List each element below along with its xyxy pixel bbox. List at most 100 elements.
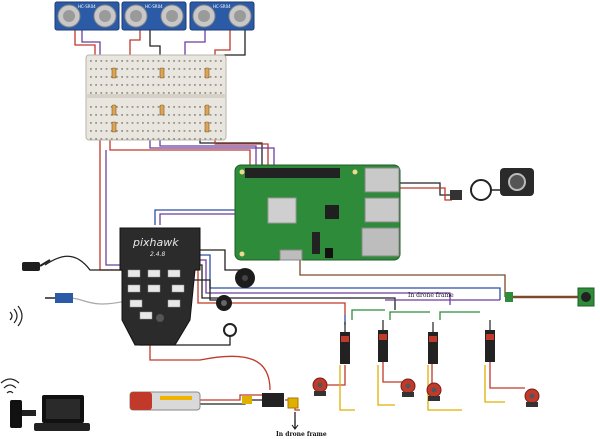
breadboard — [85, 54, 227, 141]
wire-bb-rpi-2 — [159, 140, 257, 168]
wire-px-switch — [190, 279, 222, 301]
motor-group — [312, 377, 540, 407]
wire-px-buzzer — [195, 249, 240, 271]
esc-group — [340, 320, 495, 364]
wire-bb-rpi-3 — [199, 140, 263, 168]
wire-esc-power-4 — [484, 365, 505, 403]
usb-telemetry-stick — [22, 410, 36, 416]
pi-camera-lens — [581, 292, 591, 302]
wire-esc-power-2 — [377, 365, 395, 406]
wire-esc2-motor — [382, 360, 405, 383]
esc-3 — [428, 322, 438, 364]
telemetry-wireless-icon — [9, 305, 23, 327]
esc-1 — [340, 322, 350, 364]
resistor — [204, 104, 210, 116]
breadboard-holes — [90, 60, 222, 140]
raspberry-pi-board — [234, 164, 401, 261]
gps-connector — [223, 323, 237, 337]
resistor — [159, 104, 165, 116]
wire-rpi-webcam-b — [398, 187, 452, 201]
pixhawk-port — [167, 299, 181, 308]
xt60-connector — [242, 396, 252, 404]
wire-rpi-webcam — [398, 182, 450, 196]
buzzer — [235, 268, 255, 288]
rpi-chip-b — [325, 205, 339, 219]
safety-switch — [216, 295, 232, 311]
rpi-gpio-header — [245, 168, 340, 178]
pixhawk-port — [147, 284, 161, 293]
pixhawk-port — [147, 269, 161, 278]
motor-3 — [426, 382, 442, 401]
motor-1 — [312, 377, 328, 396]
wire-bb-rpi-4 — [214, 140, 269, 168]
wire-bb-rpi-1 — [109, 140, 251, 168]
pixhawk-port — [127, 284, 141, 293]
autopilot-brand-text: pixhawk — [132, 236, 179, 249]
ultrasonic-sensor-1: HC-SR04 — [54, 1, 120, 31]
wire-esc-power-3 — [427, 365, 462, 411]
wire-pm-px — [149, 340, 271, 391]
power-module — [262, 393, 299, 409]
wire-esc-power-1 — [339, 365, 355, 411]
pixhawk-port — [139, 311, 153, 320]
ultrasonic-sensor-group: HC-SR04 HC-SR04 HC-SR04 — [54, 1, 255, 31]
resistor — [111, 121, 117, 133]
sensor-model-label: HC-SR04 — [78, 4, 96, 9]
rpi-ethernet-port — [361, 227, 400, 257]
ultrasonic-sensor-2: HC-SR04 — [121, 1, 187, 31]
esc-4 — [485, 320, 495, 362]
pixhawk-port — [129, 299, 143, 308]
rpi-mount-hole-2 — [239, 251, 245, 257]
wire-receiver — [44, 255, 130, 271]
motor-2 — [400, 378, 416, 397]
wire-telemetry — [69, 297, 131, 305]
resistor — [204, 67, 210, 79]
ground-station-computer — [10, 395, 90, 431]
rpi-usb-port-1 — [364, 167, 400, 193]
esc-2 — [378, 320, 388, 362]
wire-esc-signal-1 — [351, 309, 385, 320]
ultrasonic-sensor-3: HC-SR04 — [189, 1, 255, 31]
label-in-drone-frame-bottom: In drone frame — [276, 431, 327, 438]
pi-camera-module — [505, 287, 595, 307]
autopilot-version-text: 2.4.8 — [150, 251, 165, 258]
pixhawk-port — [171, 284, 185, 293]
usb-webcam — [450, 168, 534, 201]
sensor-model-label: HC-SR04 — [213, 4, 231, 9]
pixhawk-center-mark — [156, 314, 164, 322]
rpi-usb-port-2 — [364, 197, 400, 223]
wire-battery-red — [200, 394, 265, 401]
rpi-camera-connector — [312, 232, 320, 254]
label-in-drone-frame-right: In drone frame — [408, 292, 454, 299]
wire-px-esc-2 — [190, 259, 451, 305]
rpi-audio-jack — [325, 248, 333, 258]
breadboard-resistors — [111, 67, 210, 133]
wire-esc-signal-2 — [389, 311, 430, 320]
rpi-mount-hole-3 — [352, 169, 358, 175]
ground-wireless-icon — [0, 378, 20, 394]
arrow-in-drone-frame — [291, 420, 299, 430]
wire-esc4-motor — [489, 360, 525, 389]
resistor — [204, 121, 210, 133]
pixhawk-port — [127, 269, 141, 278]
wire-bb-rpi-5 — [149, 140, 275, 168]
wire-px-rpi-2 — [159, 213, 235, 225]
pixhawk-port — [167, 269, 181, 278]
motor-4 — [524, 388, 540, 407]
resistor — [159, 67, 165, 79]
resistor — [111, 104, 117, 116]
resistor — [111, 67, 117, 79]
sensor-model-label: HC-SR04 — [145, 4, 163, 9]
lipo-battery — [129, 391, 201, 411]
webcam-cable-coil — [470, 179, 492, 201]
wire-esc1-motor — [325, 365, 346, 386]
rpi-hdmi-port — [279, 249, 303, 261]
pixhawk-ports — [127, 269, 185, 320]
rc-receiver — [22, 259, 51, 271]
webcam-lens — [508, 173, 526, 191]
rpi-cpu — [267, 197, 297, 224]
pixhawk-flight-controller: pixhawk 2.4.8 — [119, 227, 201, 346]
wire-rpi-picam — [299, 258, 506, 297]
